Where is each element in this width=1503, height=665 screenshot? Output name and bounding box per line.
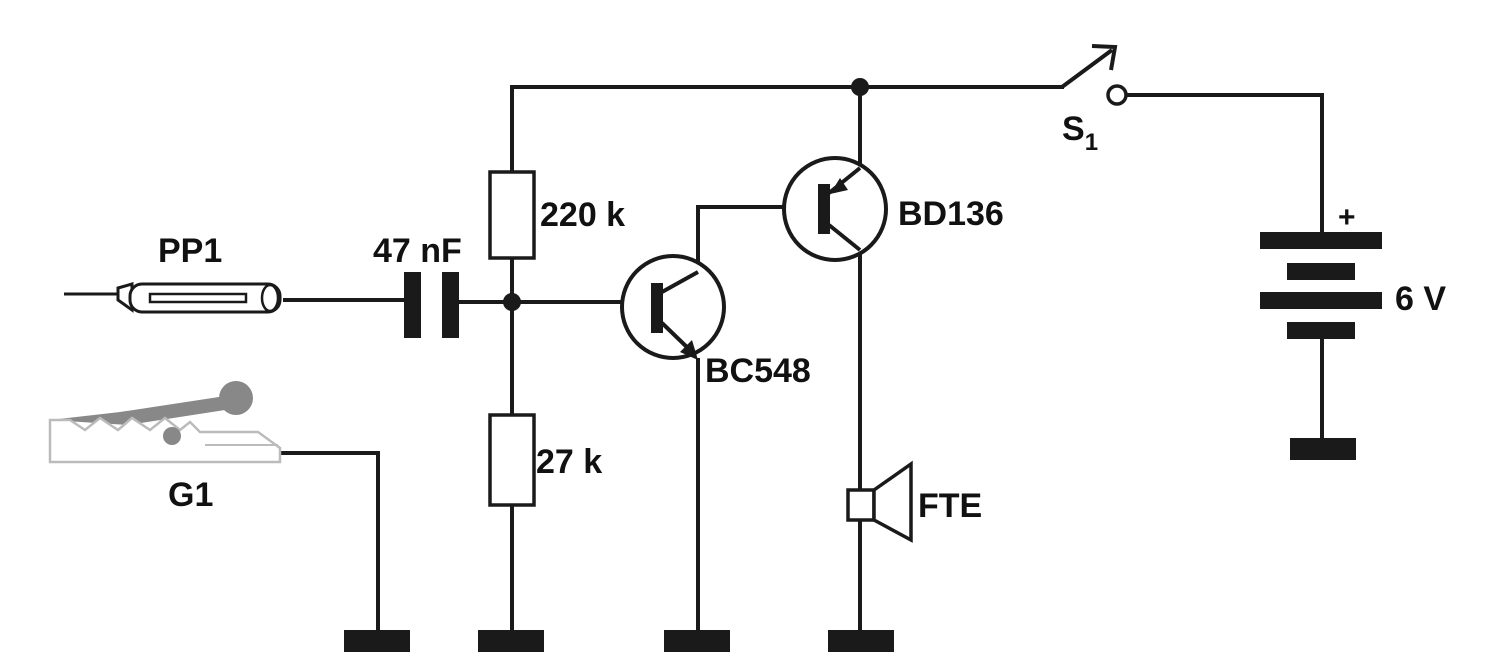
battery: + 6 V [1260,201,1446,460]
ground-bar-clip [344,630,410,652]
wires [278,85,1324,632]
probe-label: PP1 [158,232,222,270]
battery-plate-long-1 [1260,232,1382,249]
battery-plate-long-2 [1260,292,1382,309]
speaker-fte: FTE [846,460,982,543]
ground-bar-speaker [828,630,894,652]
bc548-base-bar [651,283,663,333]
capacitor-plate-left [404,272,421,338]
bd136-body [782,156,888,262]
resistor-27k: 27 k [488,413,602,507]
bd136-emitter-arrow [830,178,848,194]
speaker-label: FTE [918,487,982,525]
bd136-label: BD136 [898,195,1004,233]
ground-symbols [344,630,894,652]
ground-bar-bc548 [664,630,730,652]
clip-pivot [163,427,181,445]
speaker-coil [846,488,876,522]
bc548-emitter-arrow [680,340,698,360]
speaker-cone [872,460,913,543]
ground-bar-divider [478,630,544,652]
clip-grip-ball [219,381,253,415]
q1-collector-to-q2-base-wire [696,205,797,274]
transistor-bd136: BD136 [782,156,1004,262]
ground-clip-label: G1 [168,476,213,514]
switch-label: S1 [1062,110,1098,156]
battery-plus-sign: + [1338,201,1356,234]
capacitor-plate-right [442,272,459,338]
probe-end-cap [260,283,280,313]
resistor-27k-body [488,413,536,507]
switch-s1: S1 [1060,44,1128,156]
switch-lever [1060,48,1114,89]
bc548-body [620,254,726,360]
capacitor-label: 47 nF [373,232,462,270]
bc548-collector [661,270,699,294]
switch-arrowhead [1091,44,1118,71]
divider-junction-dot [503,293,521,311]
probe-tip [116,282,134,313]
switch-contact [1106,84,1128,106]
top-junction-dot [851,78,869,96]
resistor-220k: 220 k [488,170,625,260]
capacitor-47nf: 47 nF [373,232,462,338]
resistor-220k-body [488,170,536,260]
ground-clip-g1: G1 [48,381,282,514]
resistor-27k-label: 27 k [536,443,602,481]
battery-voltage-label: 6 V [1395,280,1446,318]
transistor-bc548: BC548 [620,254,811,390]
battery-plate-short-2 [1287,322,1355,339]
bd136-base-bar [818,184,830,234]
probe-pp1: PP1 [64,232,282,314]
battery-plate-short-1 [1287,263,1355,280]
bc548-label: BC548 [705,352,811,390]
resistor-220k-label: 220 k [540,196,625,234]
battery-ground-bar [1290,438,1356,460]
clip-upper-jaw [50,395,238,425]
probe-core [148,292,248,304]
bd136-collector [827,223,862,252]
